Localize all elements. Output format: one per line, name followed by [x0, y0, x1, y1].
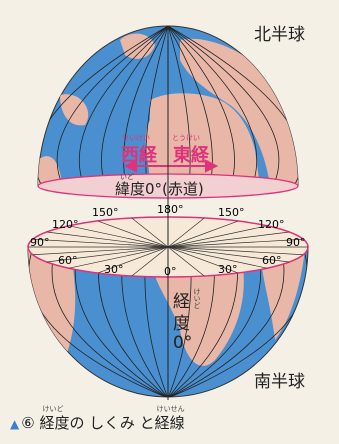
- longitude-char-3: 0°: [173, 333, 193, 353]
- caption-text-2: の しくみ と: [69, 414, 155, 432]
- caption-text-3: 経線: [154, 414, 185, 432]
- longitude-spoke: [46, 246, 169, 263]
- longitude-spoke: [167, 231, 290, 248]
- longitude-spoke: [46, 231, 169, 248]
- meridian-line: [167, 26, 298, 187]
- meridian-line: [167, 26, 235, 187]
- east-longitude-label: 東経: [173, 145, 209, 166]
- west-longitude-label: 西経: [121, 145, 157, 166]
- longitude-spoke: [131, 217, 169, 248]
- longitude-spoke: [97, 220, 169, 248]
- tick-label: 120°: [258, 218, 285, 231]
- tick-label: 120°: [52, 218, 79, 231]
- longitude-spoke: [32, 238, 169, 248]
- north-hemisphere-label: 北半球: [254, 25, 305, 45]
- meridian-line: [56, 26, 169, 187]
- caption-ruby-1: けいど: [42, 405, 64, 413]
- longitude-spoke: [167, 246, 205, 277]
- longitude-spoke: [167, 246, 304, 256]
- tick-label: 150°: [92, 206, 119, 219]
- meridian-line: [167, 247, 285, 397]
- meridian-line: [101, 26, 169, 187]
- east-ruby: とうけい: [172, 134, 200, 142]
- tick-label: 90°: [286, 236, 306, 249]
- longitude-spoke: [167, 246, 268, 269]
- longitude-char-2: 度: [173, 314, 190, 334]
- longitude-spoke: [32, 246, 169, 256]
- longitude-spoke: [167, 225, 268, 248]
- meridian-line: [167, 26, 280, 187]
- longitude-spoke: [68, 246, 169, 269]
- longitude-spoke: [167, 220, 239, 248]
- meridian-line: [123, 26, 169, 187]
- tick-label: 0°: [164, 265, 177, 278]
- meridian-line: [167, 26, 213, 187]
- caption-ruby-2: けいせん: [156, 405, 185, 413]
- tick-label: 150°: [218, 206, 245, 219]
- meridian-line: [78, 26, 169, 187]
- caption-text-1: 経度: [39, 414, 70, 432]
- longitude-spoke: [68, 225, 169, 248]
- meridian-line: [167, 26, 191, 187]
- longitude-spoke: [167, 238, 304, 248]
- longitude-spoke: [167, 246, 239, 274]
- longitude-char-1: 経: [173, 292, 190, 312]
- tick-label: 60°: [58, 254, 78, 267]
- meridian-line: [145, 26, 169, 187]
- tick-label: 60°: [262, 254, 282, 267]
- south-hemisphere-label: 南半球: [254, 372, 305, 392]
- meridian-line: [38, 26, 169, 187]
- meridian-line: [51, 247, 169, 397]
- longitude-spoke: [97, 246, 169, 274]
- latitude-ruby: いど: [120, 173, 134, 181]
- caption-number: ⑥: [21, 414, 35, 432]
- longitude-spoke: [167, 217, 205, 248]
- triangle-icon: ▲: [10, 417, 20, 431]
- west-ruby: せいけい: [122, 134, 150, 142]
- figure-caption: ▲⑥ けいど経度の しくみ とけいせん経線: [10, 405, 185, 433]
- west-east-arrows: [123, 159, 219, 173]
- caption-word-3: けいせん経線: [154, 405, 185, 433]
- equator-label: 緯度0°(赤道): [115, 180, 204, 198]
- tick-label: 180°: [157, 203, 184, 216]
- meridian-line: [167, 26, 258, 187]
- caption-word-1: けいど経度: [39, 405, 70, 433]
- longitude-ruby: けいど: [193, 288, 201, 309]
- longitude-spoke: [167, 246, 290, 263]
- tick-label: 30°: [104, 263, 124, 276]
- longitude-spoke: [131, 246, 169, 277]
- tick-label: 90°: [30, 236, 50, 249]
- tick-label: 30°: [218, 263, 238, 276]
